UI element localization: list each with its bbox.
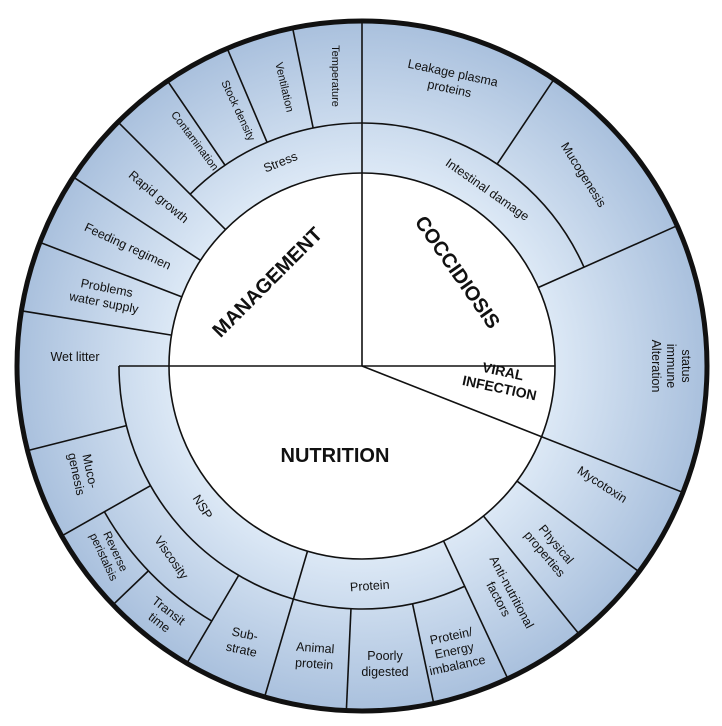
radial-divider <box>117 121 227 231</box>
radial-divider <box>39 241 183 298</box>
radial-divider <box>345 608 352 711</box>
label-alteration-immune-status: Alterationimmunestatus <box>649 340 693 393</box>
label-protein: Protein <box>349 578 390 595</box>
label-wet-litter: Wet litter <box>50 350 99 364</box>
radial-divider <box>21 310 172 336</box>
radial-divider <box>482 515 580 635</box>
radial-divider <box>27 424 127 452</box>
divider-lines <box>21 21 684 711</box>
radial-divider <box>61 484 151 537</box>
radial-divider <box>226 48 268 143</box>
label-substrate: Sub-strate <box>225 624 262 660</box>
ring-divider <box>103 511 213 622</box>
ring-divider <box>118 365 466 610</box>
category-nutrition: NUTRITION <box>281 445 390 467</box>
label-temperature: Temperature <box>329 45 341 107</box>
label-animal-protein: Animalprotein <box>295 640 335 673</box>
radial-divider <box>263 550 309 698</box>
ring-divider <box>189 122 585 268</box>
outer-border <box>14 18 710 714</box>
radial-divider <box>166 80 226 166</box>
radial-divider <box>361 365 684 494</box>
radial-divider <box>291 27 314 129</box>
radial-divider <box>411 603 435 704</box>
radial-divider <box>496 78 555 165</box>
radial-divider <box>186 574 240 664</box>
radial-divider <box>112 570 149 606</box>
radial-divider <box>516 480 640 573</box>
radial-divider <box>72 176 201 261</box>
radial-divider <box>442 540 509 680</box>
radial-divider <box>537 224 678 289</box>
